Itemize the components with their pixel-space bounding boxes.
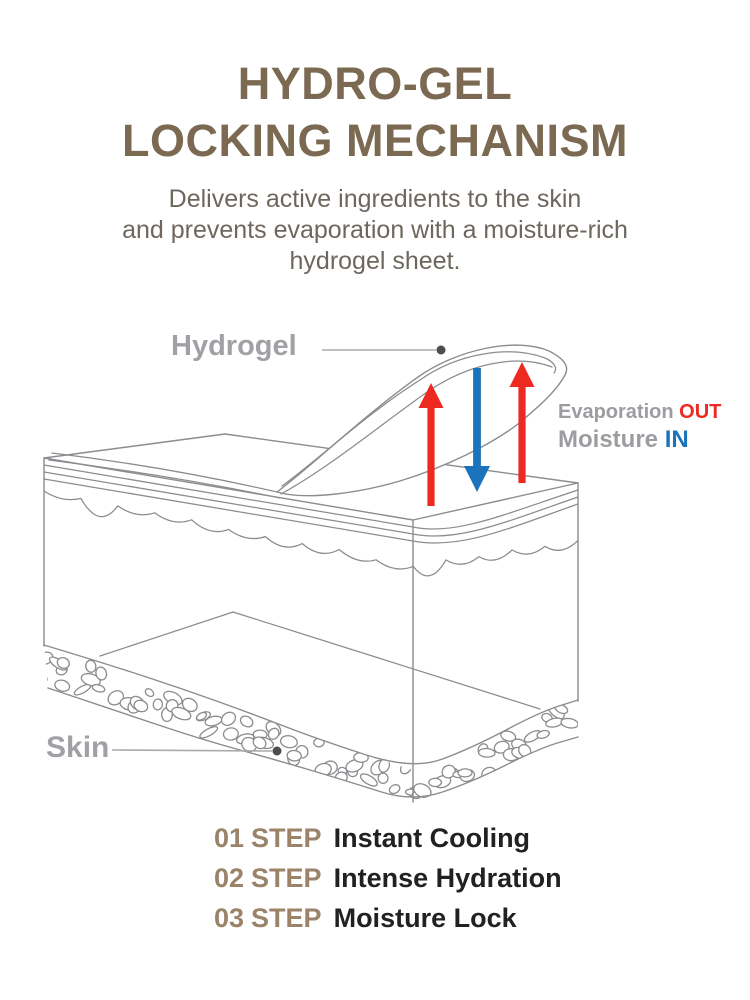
pebble-texture	[44, 651, 578, 800]
pebble	[359, 773, 378, 787]
page-title: HYDRO-GEL LOCKING MECHANISM	[0, 55, 750, 169]
evaporation-text: Evaporation	[558, 401, 674, 423]
pebble	[377, 772, 389, 784]
step-label: STEP	[251, 903, 322, 933]
out-text: OUT	[679, 401, 722, 423]
pebble	[95, 666, 108, 681]
pebble	[220, 711, 237, 727]
pebble	[239, 715, 254, 728]
subtitle-line-3: hydrogel sheet.	[289, 247, 461, 275]
pebble	[252, 736, 267, 750]
pebble	[80, 672, 101, 687]
hydrogel-pointer	[322, 345, 446, 355]
pebble	[428, 777, 443, 788]
skin-surface-wave	[43, 490, 579, 577]
hydrogel-label: Hydrogel	[171, 330, 297, 362]
step-name: Instant Cooling	[333, 823, 531, 853]
pebble	[56, 656, 70, 670]
pebble	[388, 784, 401, 795]
pebble	[181, 697, 198, 713]
step-name: Intense Hydration	[333, 863, 562, 893]
pebble	[477, 747, 496, 758]
pebble	[85, 659, 97, 673]
pebble	[500, 730, 517, 742]
pebble	[222, 727, 239, 741]
diagram-canvas	[43, 344, 579, 803]
sheet-flat-edge-2	[48, 459, 281, 499]
pebble	[279, 735, 298, 749]
step-label: STEP	[251, 823, 322, 853]
collagen-band	[43, 644, 579, 802]
evaporation-up-arrow-left	[418, 383, 444, 506]
skin-pointer-dot	[272, 746, 282, 756]
pebble	[195, 711, 208, 721]
step-number: 03	[214, 903, 245, 933]
pebble	[441, 764, 456, 779]
pebble	[171, 706, 192, 721]
skin-cross-section-diagram: Hydrogel Skin Evaporation OUT Moisture I…	[0, 320, 750, 820]
pebble	[107, 690, 125, 706]
subtitle-line-1: Delivers active ingredients to the skin	[168, 185, 582, 213]
in-text: IN	[664, 426, 689, 453]
hydrogel-pointer-dot	[436, 345, 446, 355]
title-line-2: LOCKING MECHANISM	[122, 115, 628, 166]
pebble	[560, 717, 578, 729]
pebble	[199, 726, 219, 739]
evaporation-up-arrow-right	[509, 362, 535, 483]
step-label: STEP	[251, 863, 322, 893]
evaporation-out-label: Evaporation OUT	[558, 401, 721, 424]
pebble	[133, 699, 149, 713]
subtitle-line-2: and prevents evaporation with a moisture…	[122, 216, 628, 244]
pebble	[152, 698, 164, 711]
pebble	[54, 679, 71, 692]
sheet-thickness-line	[281, 351, 557, 487]
moisture-in-label: Moisture IN	[558, 426, 689, 454]
step-number: 01	[214, 823, 245, 853]
skin-pointer	[111, 746, 282, 756]
flow-arrows	[418, 362, 535, 506]
moisture-text: Moisture	[558, 426, 659, 453]
pebble	[44, 651, 54, 665]
step-name: Moisture Lock	[333, 903, 517, 933]
moisture-down-arrow	[464, 368, 490, 492]
pebble	[457, 768, 473, 778]
title-line-1: HYDRO-GEL	[237, 58, 513, 109]
pebble	[286, 749, 302, 762]
skin-label: Skin	[46, 731, 110, 764]
sheet-flat-edge-1	[51, 452, 278, 493]
box-interior-lines	[99, 611, 541, 710]
pebble	[267, 727, 280, 740]
pebble	[91, 683, 106, 693]
sheet-peel-outline	[276, 344, 568, 497]
skin-layer-lines	[43, 464, 579, 544]
pebble	[144, 688, 155, 698]
pebble	[44, 674, 48, 687]
pebble	[536, 729, 550, 739]
page-subtitle: Delivers active ingredients to the skin …	[0, 184, 750, 277]
step-number: 02	[214, 863, 245, 893]
